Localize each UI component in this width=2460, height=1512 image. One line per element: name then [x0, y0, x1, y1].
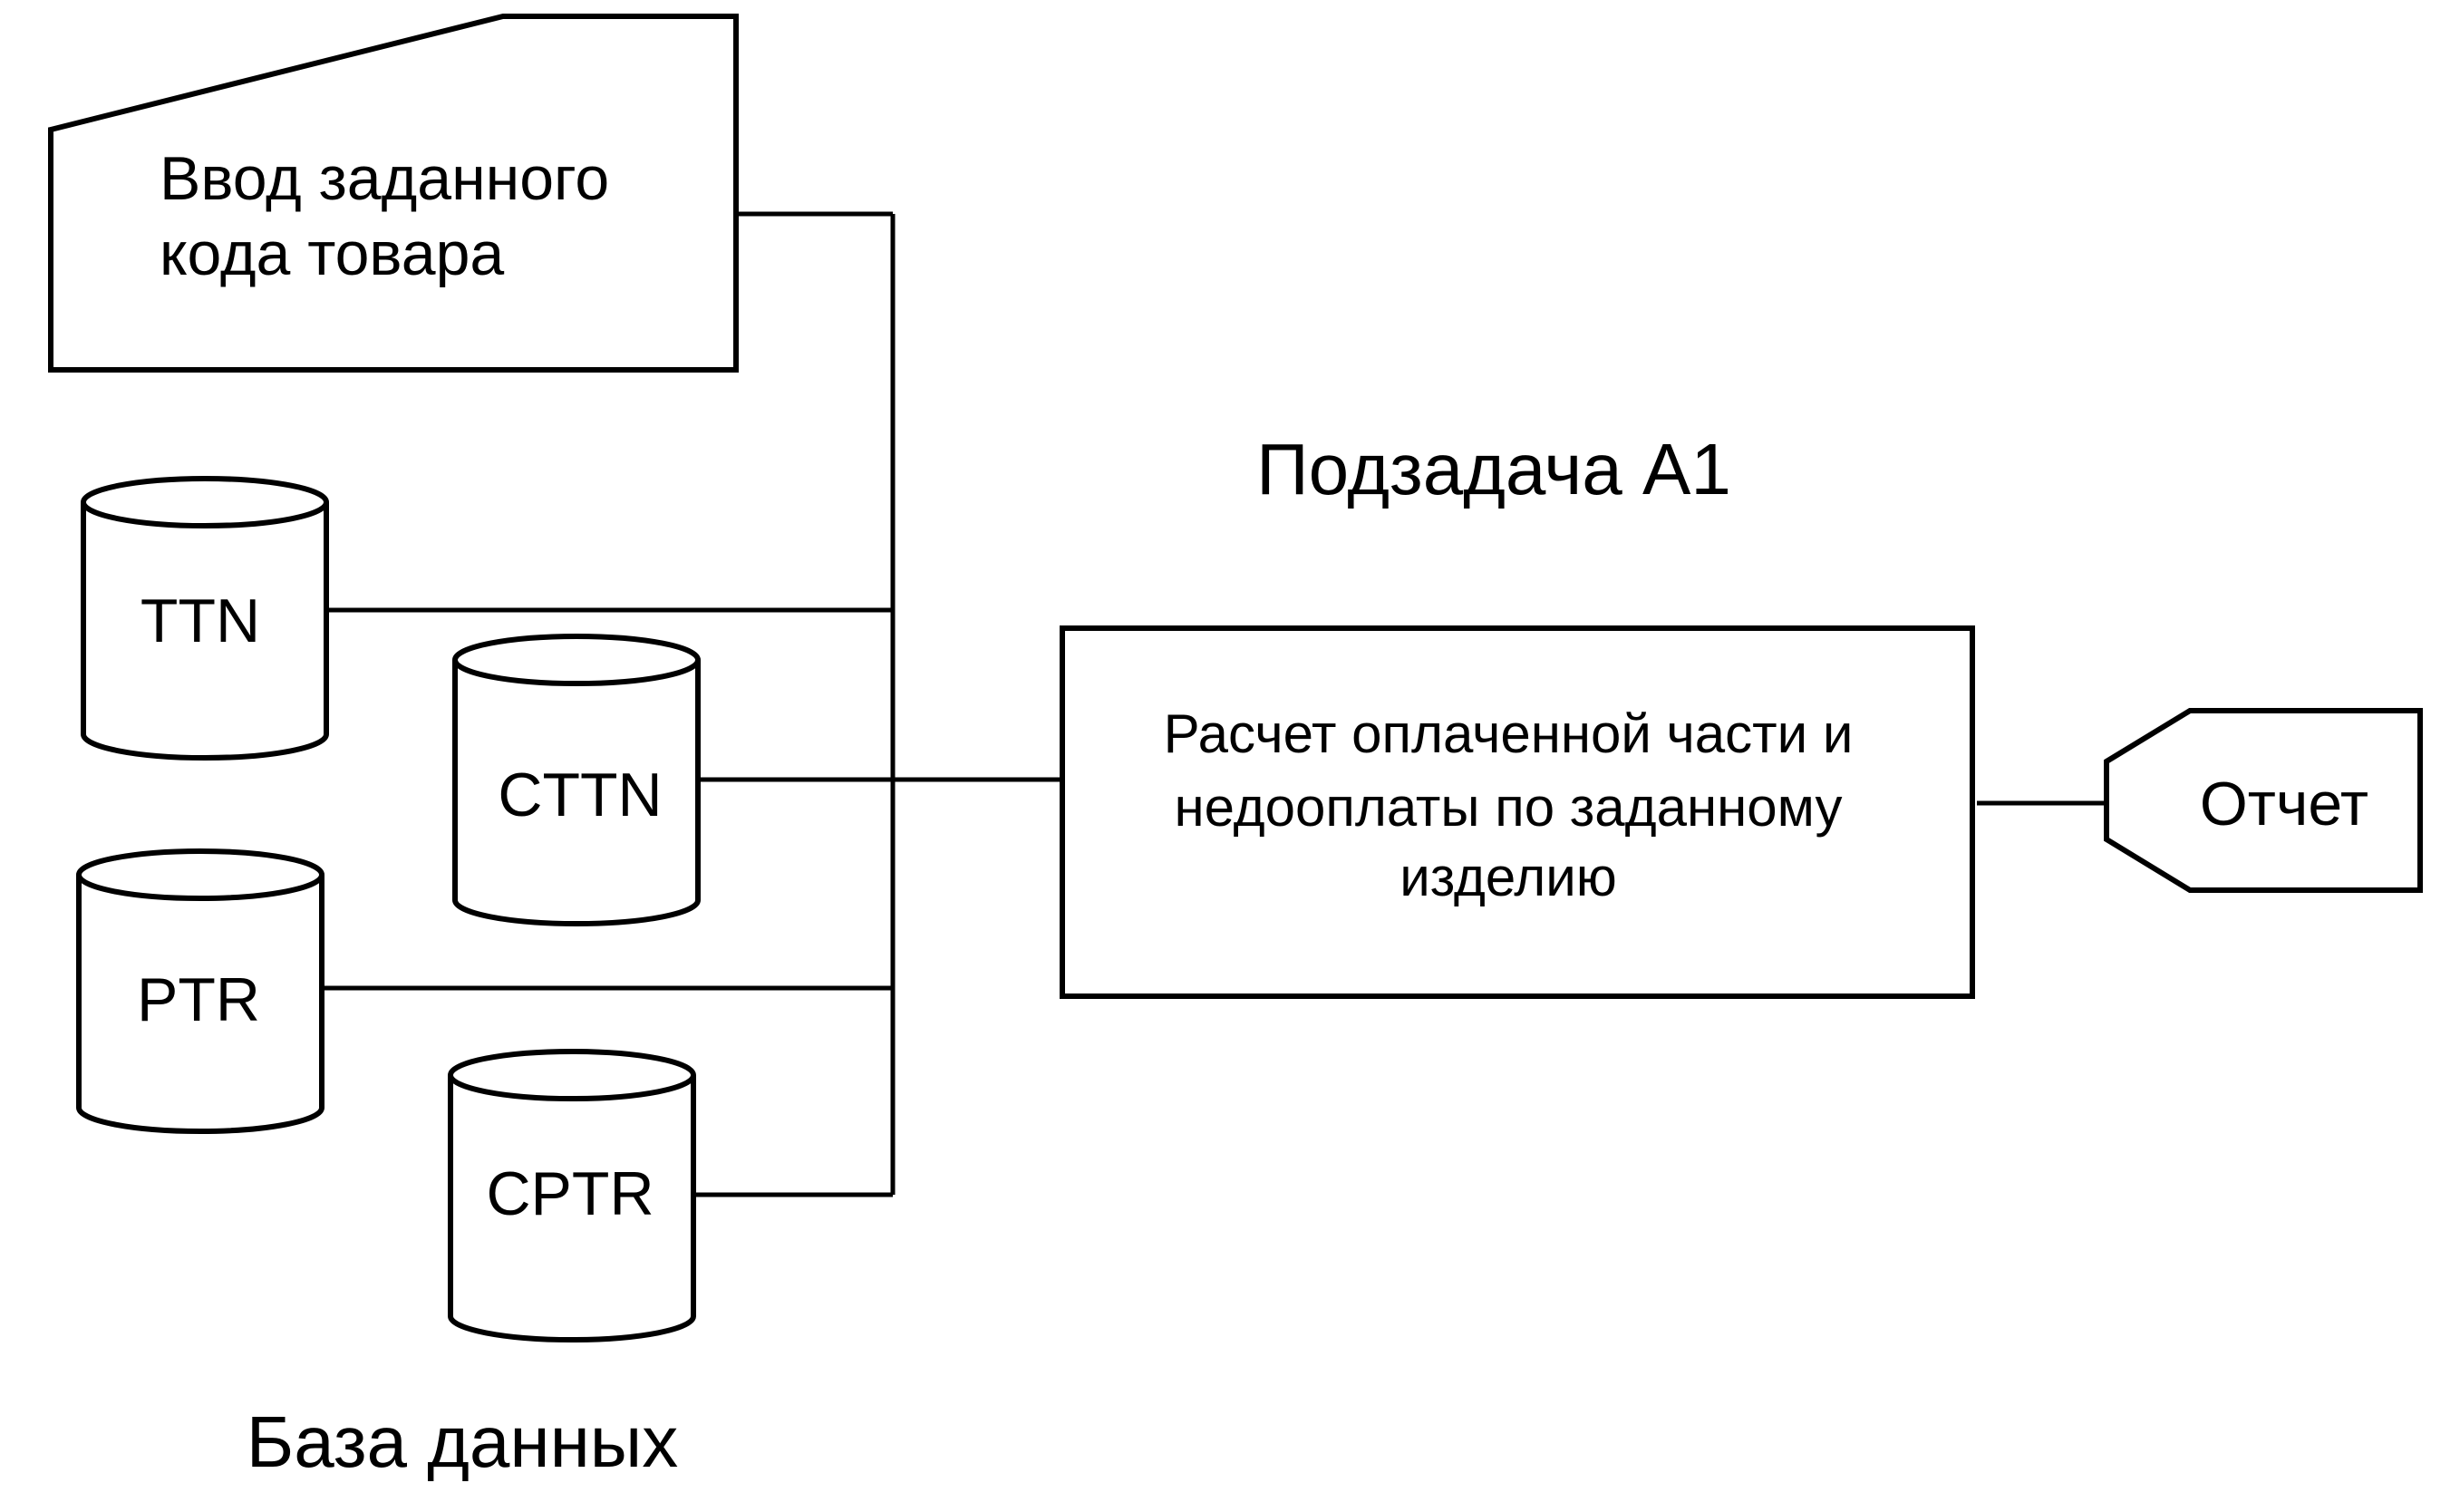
database-cptr: CPTR [448, 1049, 696, 1342]
cylinder-ttn-top [81, 476, 329, 528]
cylinder-cptr-body [448, 1075, 696, 1342]
report-label: Отчет [2200, 770, 2368, 838]
manual-input-block: Ввод заданного кода товара [48, 14, 739, 373]
database-ptr-label: PTR [137, 965, 260, 1034]
database-ttn: TTN [81, 476, 329, 761]
report-shape [2104, 708, 2423, 893]
database-ptr: PTR [76, 848, 324, 1134]
database-cttn: CTTN [452, 634, 701, 926]
process-label-line1: Расчет оплаченной части и [1164, 703, 1854, 764]
cylinder-cttn-body [452, 660, 701, 926]
manual-input-label-line1: Ввод заданного [160, 144, 609, 213]
manual-input-shape [48, 14, 739, 373]
process-box [1060, 625, 1975, 999]
database-ttn-label: TTN [140, 586, 260, 655]
process-block: Расчет оплаченной части и недооплаты по … [1060, 625, 1975, 999]
manual-input-label-line2: кода товара [160, 219, 504, 288]
cylinder-ptr-body [76, 875, 324, 1134]
database-cttn-label: CTTN [498, 761, 662, 829]
cylinder-cptr-top [448, 1049, 696, 1101]
database-cptr-label: CPTR [486, 1159, 654, 1228]
cylinder-cttn-top [452, 634, 701, 686]
database-caption: База данных [247, 1401, 679, 1482]
cylinder-ptr-top [76, 848, 324, 901]
report-block: Отчет [2104, 708, 2423, 893]
process-label-line3: изделию [1399, 847, 1617, 907]
process-label-line2: недооплаты по заданному [1174, 777, 1842, 838]
connectors [321, 211, 2106, 1197]
cylinder-ttn-body [81, 502, 329, 761]
subtask-title: Подзадача А1 [1256, 429, 1731, 509]
